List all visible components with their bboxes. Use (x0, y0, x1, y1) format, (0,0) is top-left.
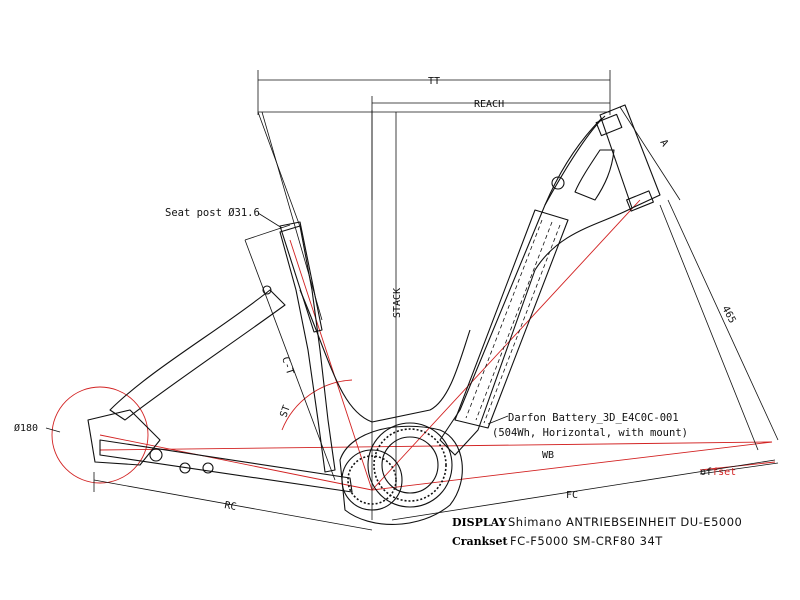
stack-label: STACK (392, 288, 403, 318)
st-label: ST (278, 404, 292, 419)
battery (454, 209, 569, 429)
battery-cells (465, 219, 561, 424)
motor-housing (339, 425, 463, 525)
seat-tube (279, 225, 336, 473)
reach-label: REACH (474, 99, 504, 110)
down-tube (439, 117, 633, 456)
fc-label: FC (566, 490, 578, 501)
top-tube (299, 289, 471, 423)
seat-stay (109, 289, 286, 421)
rear-wheel-circle (51, 386, 149, 484)
crankset-label: Crankset (452, 535, 508, 548)
construction-lines (51, 199, 776, 491)
spec-block: DISPLAY Shimano ANTRIEBSEINHEIT DU-E5000… (452, 515, 742, 548)
dimension-labels: TT REACH STACK A 465 C-T ST WB FC RC off… (14, 76, 738, 513)
crankset-value: FC-F5000 SM-CRF80 34T (510, 534, 663, 548)
display-label: DISPLAY (452, 516, 507, 529)
dimension-lines (45, 70, 779, 531)
wb-label: WB (542, 450, 554, 461)
a-label: A (657, 138, 670, 149)
callouts: Seat post Ø31.6 Darfon Battery_3D_E4C0C-… (165, 207, 688, 439)
tt-label: TT (428, 76, 440, 87)
battery-callout-line2: (504Wh, Horizontal, with mount) (492, 427, 688, 439)
rc-label: RC (223, 500, 237, 513)
seat-post-callout: Seat post Ø31.6 (165, 207, 260, 219)
rear-dropout (87, 409, 161, 466)
length-465-label: 465 (719, 304, 737, 325)
battery-callout-line1: Darfon Battery_3D_E4C0C-001 (508, 412, 679, 424)
chainring (347, 428, 447, 505)
head-tube (599, 104, 661, 209)
c-t-label: C-T (279, 356, 295, 377)
display-value: Shimano ANTRIEBSEINHEIT DU-E5000 (508, 515, 742, 529)
offset-label: offset (700, 467, 736, 478)
bike-frame (87, 104, 661, 525)
wheelbase-axle-line (99, 441, 773, 451)
diameter-180-label: Ø180 (14, 422, 38, 434)
